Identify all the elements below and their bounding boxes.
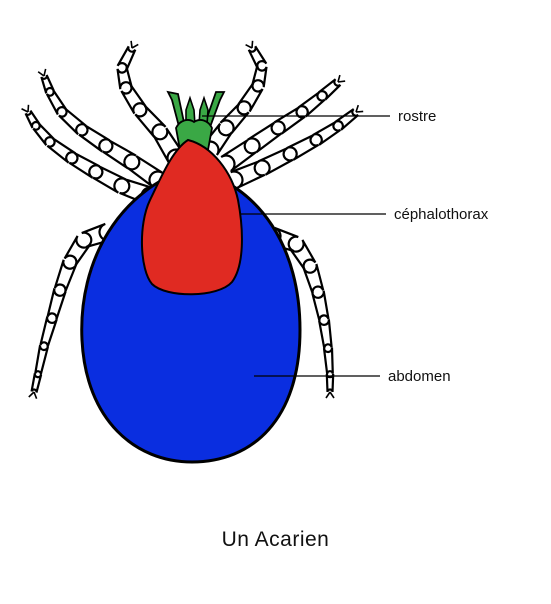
leg-left-1-claw [130, 40, 139, 49]
abdomen-label: abdomen [388, 368, 451, 385]
abdomen-shape [80, 166, 302, 464]
leg-right-3 [230, 104, 364, 189]
leg-left-2-segment [40, 74, 55, 94]
leg-left-2-segment [78, 124, 111, 153]
leg-right-4-claw [325, 391, 335, 399]
leg-left-1-segment [120, 84, 147, 115]
leg-left-2-segment [102, 139, 137, 170]
leg-right-1-segment [219, 102, 250, 134]
leg-right-3-segment [258, 147, 294, 176]
leg-right-4-segment [302, 263, 325, 294]
rostrum-label: rostre [398, 108, 436, 125]
leg-right-2-segment [297, 91, 326, 118]
leg-left-2-claw [37, 68, 47, 77]
leg-right-1-segment [247, 45, 268, 69]
leg-left-2 [37, 68, 164, 188]
leg-right-2-claw [337, 74, 346, 83]
leg-left-2-segment [45, 89, 68, 116]
leg-left-3-segment [68, 152, 100, 179]
leg-left-1-segment [134, 104, 167, 138]
leg-left-4-segment [30, 373, 43, 393]
leg-left-4-claw [28, 391, 38, 400]
leg-right-1-segment [202, 123, 233, 156]
leg-left-3-segment [24, 109, 41, 129]
leg-right-3-segment [334, 108, 359, 131]
leg-left-4-segment [63, 235, 92, 267]
leg-right-2 [220, 74, 346, 172]
leg-right-2-segment [273, 106, 306, 135]
leg-right-4-segment [325, 373, 335, 393]
leg-right-3-claw [355, 104, 364, 113]
leg-right-4-segment [288, 239, 317, 271]
leg-left-4-segment [34, 344, 49, 375]
leg-right-1-segment [237, 82, 264, 113]
leg-right-4 [268, 226, 335, 399]
diagram-caption: Un Acarien [221, 528, 330, 551]
cephalothorax-shape [141, 138, 243, 296]
leg-right-3-segment [312, 121, 342, 146]
cephalothorax-label: céphalothorax [394, 206, 489, 223]
leg-left-1-segment [116, 66, 133, 90]
leg-left-1 [116, 40, 185, 164]
leg-left-3-segment [92, 165, 127, 194]
leg-right-4-segment [318, 319, 333, 349]
leg-left-1-segment [116, 45, 137, 71]
leg-left-3-segment [32, 122, 55, 146]
leg-right-4-segment [322, 347, 334, 375]
leg-left-3-claw [21, 104, 30, 113]
leg-right-1-claw [245, 40, 254, 49]
leg-left-3-segment [46, 137, 77, 164]
leg-right-2-segment [247, 121, 283, 154]
leg-right-1-segment [251, 64, 268, 88]
leg-right-1 [202, 40, 268, 156]
leg-left-4-segment [39, 316, 58, 348]
leg-left-4-segment [53, 259, 78, 293]
leg-right-2-segment [318, 78, 342, 101]
leg-right-3-segment [286, 134, 320, 161]
rostrum-shape [166, 90, 226, 151]
legs [21, 40, 364, 400]
leg-right-4-segment [311, 290, 330, 322]
leg-left-2-segment [58, 107, 87, 136]
leg-left-4-segment [46, 288, 67, 320]
